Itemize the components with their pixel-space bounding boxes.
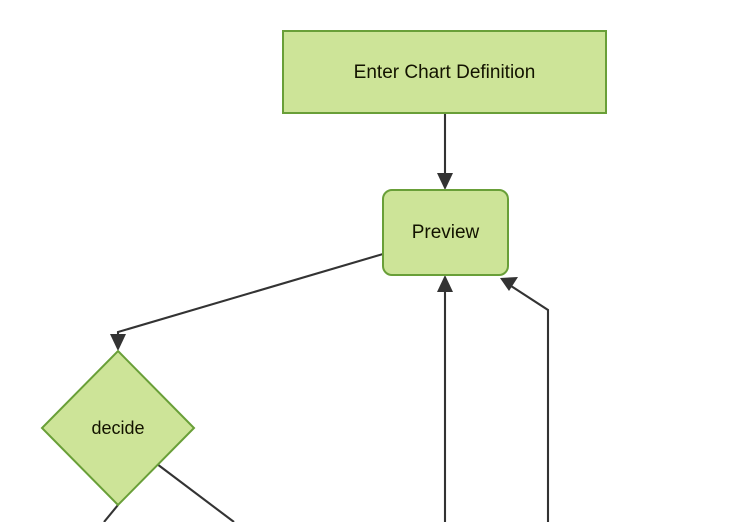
arrowhead-into-decide-top (110, 334, 126, 351)
node-preview[interactable]: Preview (382, 189, 509, 276)
node-preview-shape[interactable] (382, 189, 509, 276)
node-layer: Enter Chart Definition Preview decide (40, 30, 607, 507)
edge-enter-to-preview (437, 113, 453, 190)
edge-preview-to-decide-line (116, 252, 384, 342)
edge-bottom-right-to-preview (500, 277, 550, 522)
edge-decide-bottom-out (103, 504, 119, 522)
edge-preview-to-decide (110, 252, 384, 351)
node-enter-chart-definition[interactable]: Enter Chart Definition (282, 30, 607, 114)
node-decide-label: decide (91, 418, 144, 438)
node-preview-label: Preview (412, 222, 480, 243)
edge-bottom-right-to-preview-line (507, 283, 550, 522)
edge-layer (103, 113, 550, 522)
node-enter-chart-definition-label: Enter Chart Definition (354, 62, 536, 83)
arrowhead-into-preview-top (437, 173, 453, 190)
arrowhead-into-preview-bottom-right (500, 277, 518, 291)
arrowhead-into-preview-bottom-center (437, 275, 453, 292)
node-decide[interactable]: decide (40, 349, 196, 507)
edge-bottom-center-to-preview (437, 275, 453, 522)
node-enter-chart-definition-shape[interactable] (282, 30, 607, 114)
node-decide-shape[interactable] (40, 349, 196, 507)
edge-decide-right-out (156, 463, 235, 522)
